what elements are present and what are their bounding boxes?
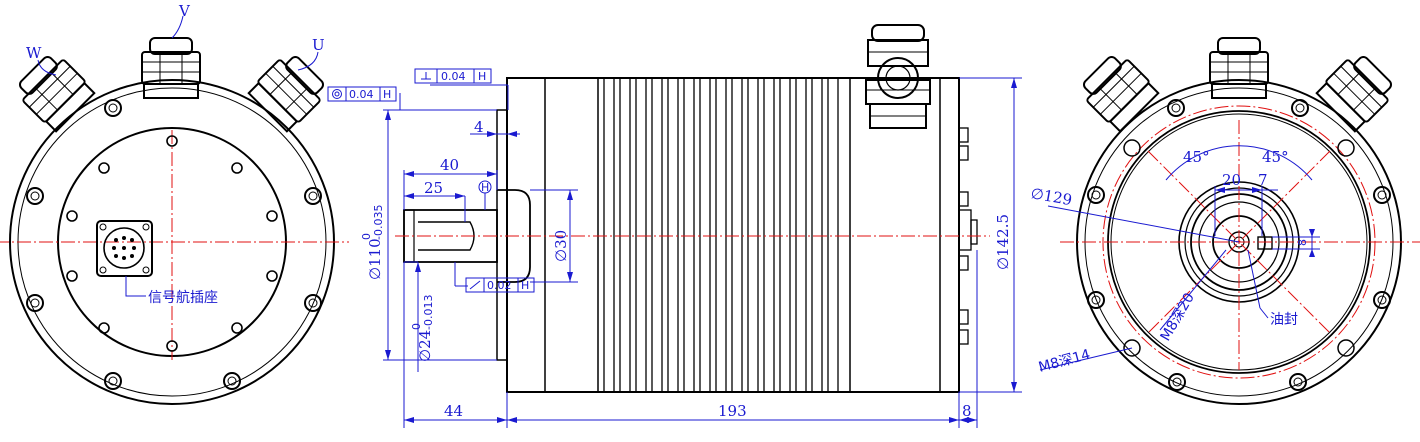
cable-gland-u bbox=[247, 55, 325, 133]
svg-text:-0.035: -0.035 bbox=[372, 205, 385, 240]
cable-gland-w bbox=[18, 55, 96, 133]
svg-text:M8深14: M8深14 bbox=[1037, 347, 1092, 376]
front-view: 45° 45° 20 7 8 ∅129 M8深14 M8深20 油封 bbox=[1029, 37, 1420, 405]
tol-runout: 0.02 H bbox=[465, 277, 535, 293]
dim-25: 25 bbox=[424, 179, 443, 197]
phase-label-v: V bbox=[178, 2, 191, 20]
svg-text:∅30: ∅30 bbox=[552, 230, 570, 262]
front-outer-bolts bbox=[1087, 99, 1391, 391]
svg-text:0.02: 0.02 bbox=[487, 279, 512, 292]
svg-text:H: H bbox=[521, 279, 529, 292]
front-flange bbox=[496, 109, 508, 361]
dim-angle-a: 45° bbox=[1183, 148, 1210, 166]
dim-8: 8 bbox=[962, 402, 972, 420]
side-cable-gland bbox=[865, 24, 931, 129]
svg-text:8: 8 bbox=[1296, 239, 1309, 246]
dim-142: ∅142.5 bbox=[994, 214, 1012, 270]
dim-8-front: 8 bbox=[1296, 239, 1309, 246]
front-gland-top bbox=[1209, 37, 1269, 99]
dim-110: ∅110 0 -0.035 bbox=[360, 205, 385, 280]
tol-perpendicular: 0.04 H bbox=[414, 68, 492, 84]
front-gland-right bbox=[1315, 55, 1393, 133]
svg-text:0: 0 bbox=[410, 323, 423, 330]
svg-text:M8深20: M8深20 bbox=[1158, 290, 1198, 344]
front-gland-left bbox=[1082, 55, 1160, 133]
dim-m8-14: M8深14 bbox=[1037, 347, 1092, 376]
body-outline bbox=[506, 77, 960, 393]
signal-connector bbox=[96, 220, 153, 277]
svg-text:H: H bbox=[478, 70, 486, 83]
svg-text:0: 0 bbox=[360, 233, 373, 240]
back-outer-bolts bbox=[26, 99, 322, 390]
phase-label-w: W bbox=[26, 44, 42, 62]
cable-gland-v bbox=[141, 37, 201, 99]
svg-text:-0.013: -0.013 bbox=[422, 295, 435, 330]
dim-40: 40 bbox=[440, 156, 459, 174]
connector-label: 信号航插座 bbox=[148, 290, 218, 306]
back-inner-bolts bbox=[66, 135, 278, 352]
dim-193: 193 bbox=[718, 402, 747, 420]
svg-text:∅129: ∅129 bbox=[1029, 184, 1073, 209]
dim-7: 7 bbox=[1258, 171, 1268, 189]
svg-text:0.04: 0.04 bbox=[441, 70, 466, 83]
svg-text:∅142.5: ∅142.5 bbox=[994, 214, 1012, 270]
svg-text:H: H bbox=[481, 181, 489, 194]
tol-concentric: 0.04 H bbox=[327, 86, 397, 102]
side-view: 44 193 8 40 25 4 ∅110 0 -0.035 ∅24 0 -0.… bbox=[327, 24, 1022, 428]
phase-label-u: U bbox=[312, 36, 325, 54]
svg-text:0.04: 0.04 bbox=[349, 88, 374, 101]
dim-129: ∅129 bbox=[1029, 184, 1073, 209]
oil-seal-label: 油封 bbox=[1270, 312, 1298, 328]
svg-text:∅24: ∅24 bbox=[416, 330, 434, 362]
dim-20: 20 bbox=[1222, 171, 1241, 189]
front-tapped-holes bbox=[1123, 139, 1355, 357]
dim-30: ∅30 bbox=[552, 230, 570, 262]
dim-angle-b: 45° bbox=[1262, 148, 1289, 166]
rear-features bbox=[958, 127, 978, 345]
dim-4: 4 bbox=[474, 118, 484, 136]
svg-text:H: H bbox=[383, 88, 391, 101]
dim-24: ∅24 0 -0.013 bbox=[410, 295, 435, 362]
back-view: 信号航插座 bbox=[0, 2, 349, 405]
svg-text:∅110: ∅110 bbox=[366, 238, 384, 280]
front-key bbox=[1257, 236, 1273, 250]
dim-m8-20: M8深20 bbox=[1158, 290, 1198, 344]
cooling-fins bbox=[603, 77, 839, 393]
dim-44: 44 bbox=[444, 402, 463, 420]
datum-h: H bbox=[478, 180, 492, 194]
